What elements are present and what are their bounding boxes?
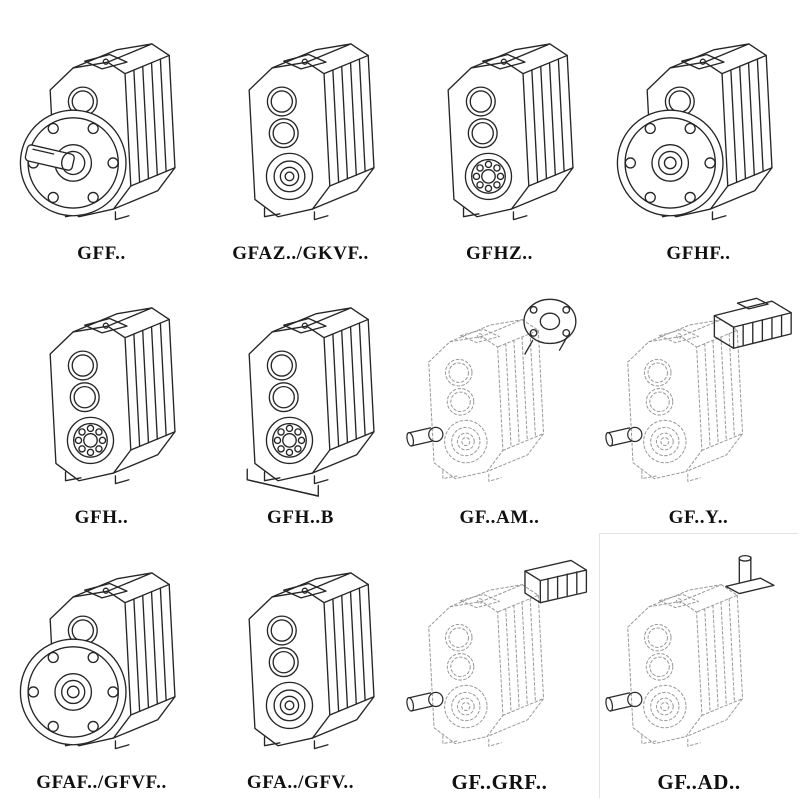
catalog-item-gfaz-gkvf: GFAZ../GKVF.. bbox=[201, 4, 400, 269]
catalog-item-gfaf-gfvf: GFAF../GFVF.. bbox=[2, 533, 201, 798]
gearbox-drawing-gfaf bbox=[19, 572, 176, 750]
item-label: GF..AM.. bbox=[459, 507, 540, 529]
item-label: GFF.. bbox=[77, 242, 126, 264]
gearbox-drawing-gfa bbox=[247, 572, 375, 750]
catalog-item-gf-ad: GF..AD.. bbox=[599, 533, 798, 798]
catalog-item-gfhf: GFHF.. bbox=[599, 4, 798, 269]
catalog-item-gfhz: GFHZ.. bbox=[400, 4, 599, 269]
item-label: GFH.. bbox=[74, 507, 129, 529]
catalog-item-gfh: GFH.. bbox=[2, 269, 201, 534]
gearbox-drawing-gfaz bbox=[247, 42, 375, 220]
catalog-item-gf-grf: GF..GRF.. bbox=[400, 533, 599, 798]
item-label: GFAZ../GKVF.. bbox=[232, 242, 369, 264]
item-label: GFHZ.. bbox=[466, 242, 533, 264]
item-label: GF..GRF.. bbox=[451, 770, 548, 795]
catalog-item-gfa-gfv: GFA../GFV.. bbox=[201, 533, 400, 798]
item-label: GFHF.. bbox=[666, 242, 731, 264]
gearbox-drawing-gf-grf bbox=[404, 559, 587, 747]
gearbox-drawing-gfh bbox=[48, 307, 176, 485]
catalog-item-gf-am: GF..AM.. bbox=[400, 269, 599, 534]
item-label: GFAF../GFVF.. bbox=[36, 771, 167, 793]
catalog-item-gf-y: GF..Y.. bbox=[599, 269, 798, 534]
gearbox-drawing-gfh-b bbox=[246, 307, 375, 498]
item-label: GF..AD.. bbox=[657, 770, 741, 795]
item-label: GFH..B bbox=[267, 507, 334, 529]
catalog-item-gfh-b: GFH..B bbox=[201, 269, 400, 534]
gearbox-drawing-gff bbox=[19, 42, 176, 220]
gearbox-drawing-gfhz bbox=[446, 42, 574, 220]
item-label: GFA../GFV.. bbox=[246, 771, 355, 793]
catalog-item-gff: GFF.. bbox=[2, 4, 201, 269]
gearbox-drawing-gfhf bbox=[616, 42, 773, 220]
gearbox-drawing-gf-y bbox=[603, 297, 792, 483]
gearbox-drawing-gf-am bbox=[404, 298, 577, 483]
item-label: GF..Y.. bbox=[668, 507, 729, 529]
gearbox-drawing-gf-ad bbox=[604, 554, 775, 747]
